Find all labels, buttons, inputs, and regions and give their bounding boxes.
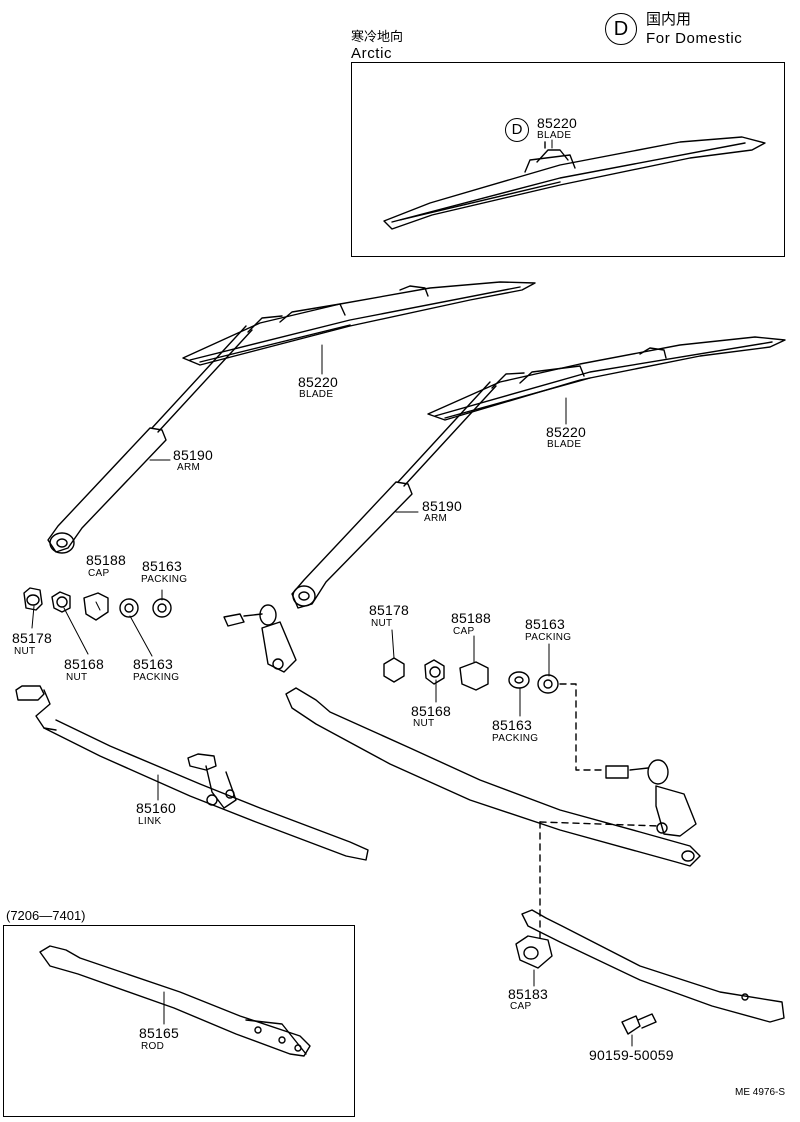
right-blade bbox=[427, 336, 786, 421]
center-pivot bbox=[223, 604, 297, 673]
legend-domestic-jp: 国内用 bbox=[646, 10, 692, 28]
cap-right-number: 85188 bbox=[451, 610, 491, 626]
cap-right-name: CAP bbox=[453, 626, 475, 637]
blade-right-number: 85220 bbox=[546, 424, 586, 440]
bolt-drawing bbox=[621, 1013, 657, 1035]
arctic-blade bbox=[383, 136, 766, 230]
nut-right-inner-number: 85168 bbox=[411, 703, 451, 719]
inset-rod-number: 85165 bbox=[139, 1025, 179, 1041]
packing-right-bottom-number: 85163 bbox=[492, 717, 532, 733]
inset-box-period bbox=[3, 925, 355, 1117]
cap-left-name: CAP bbox=[88, 568, 110, 579]
center-rod bbox=[285, 687, 701, 867]
inset-rod bbox=[39, 945, 311, 1057]
right-hardware bbox=[383, 657, 559, 694]
domestic-symbol: D bbox=[605, 13, 637, 45]
right-arm bbox=[291, 372, 525, 609]
packing-left-top-name: PACKING bbox=[141, 574, 188, 585]
packing-left-bottom-name: PACKING bbox=[133, 672, 180, 683]
link-name: LINK bbox=[138, 816, 162, 827]
packing-right-top-number: 85163 bbox=[525, 616, 565, 632]
inset-period: (7206—7401) bbox=[6, 908, 86, 923]
left-hardware bbox=[23, 587, 172, 621]
arctic-part-name: BLADE bbox=[537, 130, 572, 141]
cap-left-number: 85188 bbox=[86, 552, 126, 568]
packing-right-top-name: PACKING bbox=[525, 632, 572, 643]
drawing-reference: ME 4976-S bbox=[735, 1087, 786, 1098]
nut-left-inner-name: NUT bbox=[66, 672, 88, 683]
cap-bottom-number: 85183 bbox=[508, 986, 548, 1002]
arctic-domestic-symbol: D bbox=[505, 118, 529, 142]
nut-right-inner-name: NUT bbox=[413, 718, 435, 729]
cap-bottom-name: CAP bbox=[510, 1001, 532, 1012]
link-number: 85160 bbox=[136, 800, 176, 816]
nut-right-outer-number: 85178 bbox=[369, 602, 409, 618]
blade-right-name: BLADE bbox=[547, 439, 582, 450]
blade-left-name: BLADE bbox=[299, 389, 334, 400]
leader-lines bbox=[31, 139, 633, 1047]
nut-right-outer-name: NUT bbox=[371, 618, 393, 629]
arctic-title-en: Arctic bbox=[351, 45, 393, 62]
link-assembly bbox=[15, 685, 369, 861]
arm-left-number: 85190 bbox=[173, 447, 213, 463]
arctic-box bbox=[351, 62, 785, 257]
arctic-title-jp: 寒冷地向 bbox=[351, 30, 404, 45]
packing-right-bottom-name: PACKING bbox=[492, 733, 539, 744]
right-pivot bbox=[539, 683, 697, 939]
inset-rod-name: ROD bbox=[141, 1041, 165, 1052]
legend-domestic-en: For Domestic bbox=[646, 30, 743, 47]
nut-left-outer-number: 85178 bbox=[12, 630, 52, 646]
arm-left-name: ARM bbox=[177, 462, 201, 473]
bolt-number: 90159-50059 bbox=[589, 1047, 674, 1063]
arm-right-name: ARM bbox=[424, 513, 448, 524]
lower-right-link bbox=[515, 909, 785, 1023]
left-blade bbox=[182, 281, 536, 366]
arctic-part-number: 85220 bbox=[537, 115, 577, 131]
nut-left-inner-number: 85168 bbox=[64, 656, 104, 672]
arm-right-number: 85190 bbox=[422, 498, 462, 514]
blade-left-number: 85220 bbox=[298, 374, 338, 390]
nut-left-outer-name: NUT bbox=[14, 646, 36, 657]
packing-left-bottom-number: 85163 bbox=[133, 656, 173, 672]
packing-left-top-number: 85163 bbox=[142, 558, 182, 574]
left-arm bbox=[47, 315, 283, 554]
